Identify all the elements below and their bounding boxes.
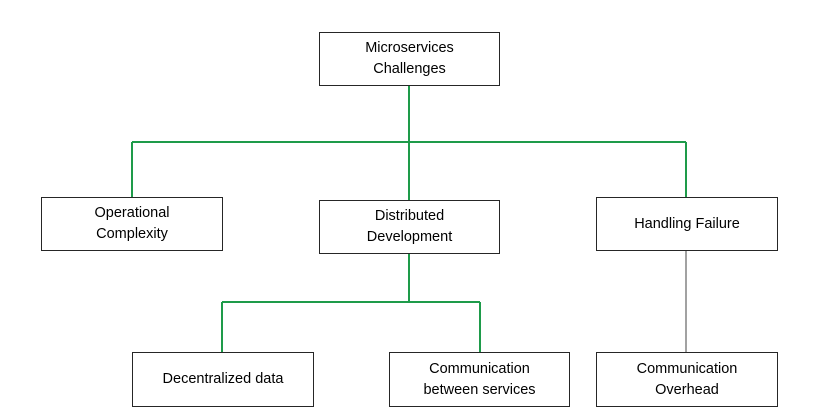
node-distributed-development: Distributed Development (319, 200, 500, 254)
node-label: Decentralized data (162, 371, 284, 387)
node-label: Distributed Development (366, 208, 453, 245)
node-handling-failure: Handling Failure (596, 197, 778, 251)
node-label: Operational Complexity (94, 205, 170, 242)
node-communication-between-services: Communication between services (389, 352, 570, 407)
node-label: Microservices Challenges (365, 40, 454, 77)
node-decentralized-data: Decentralized data (132, 352, 314, 407)
node-label: Handling Failure (634, 215, 740, 232)
node-label: Communication Overhead (636, 360, 738, 398)
node-microservices-challenges: Microservices Challenges (319, 32, 500, 86)
node-label: Communication between services (423, 360, 536, 398)
node-operational-complexity: Operational Complexity (41, 197, 223, 251)
node-communication-overhead: Communication Overhead (596, 352, 778, 407)
